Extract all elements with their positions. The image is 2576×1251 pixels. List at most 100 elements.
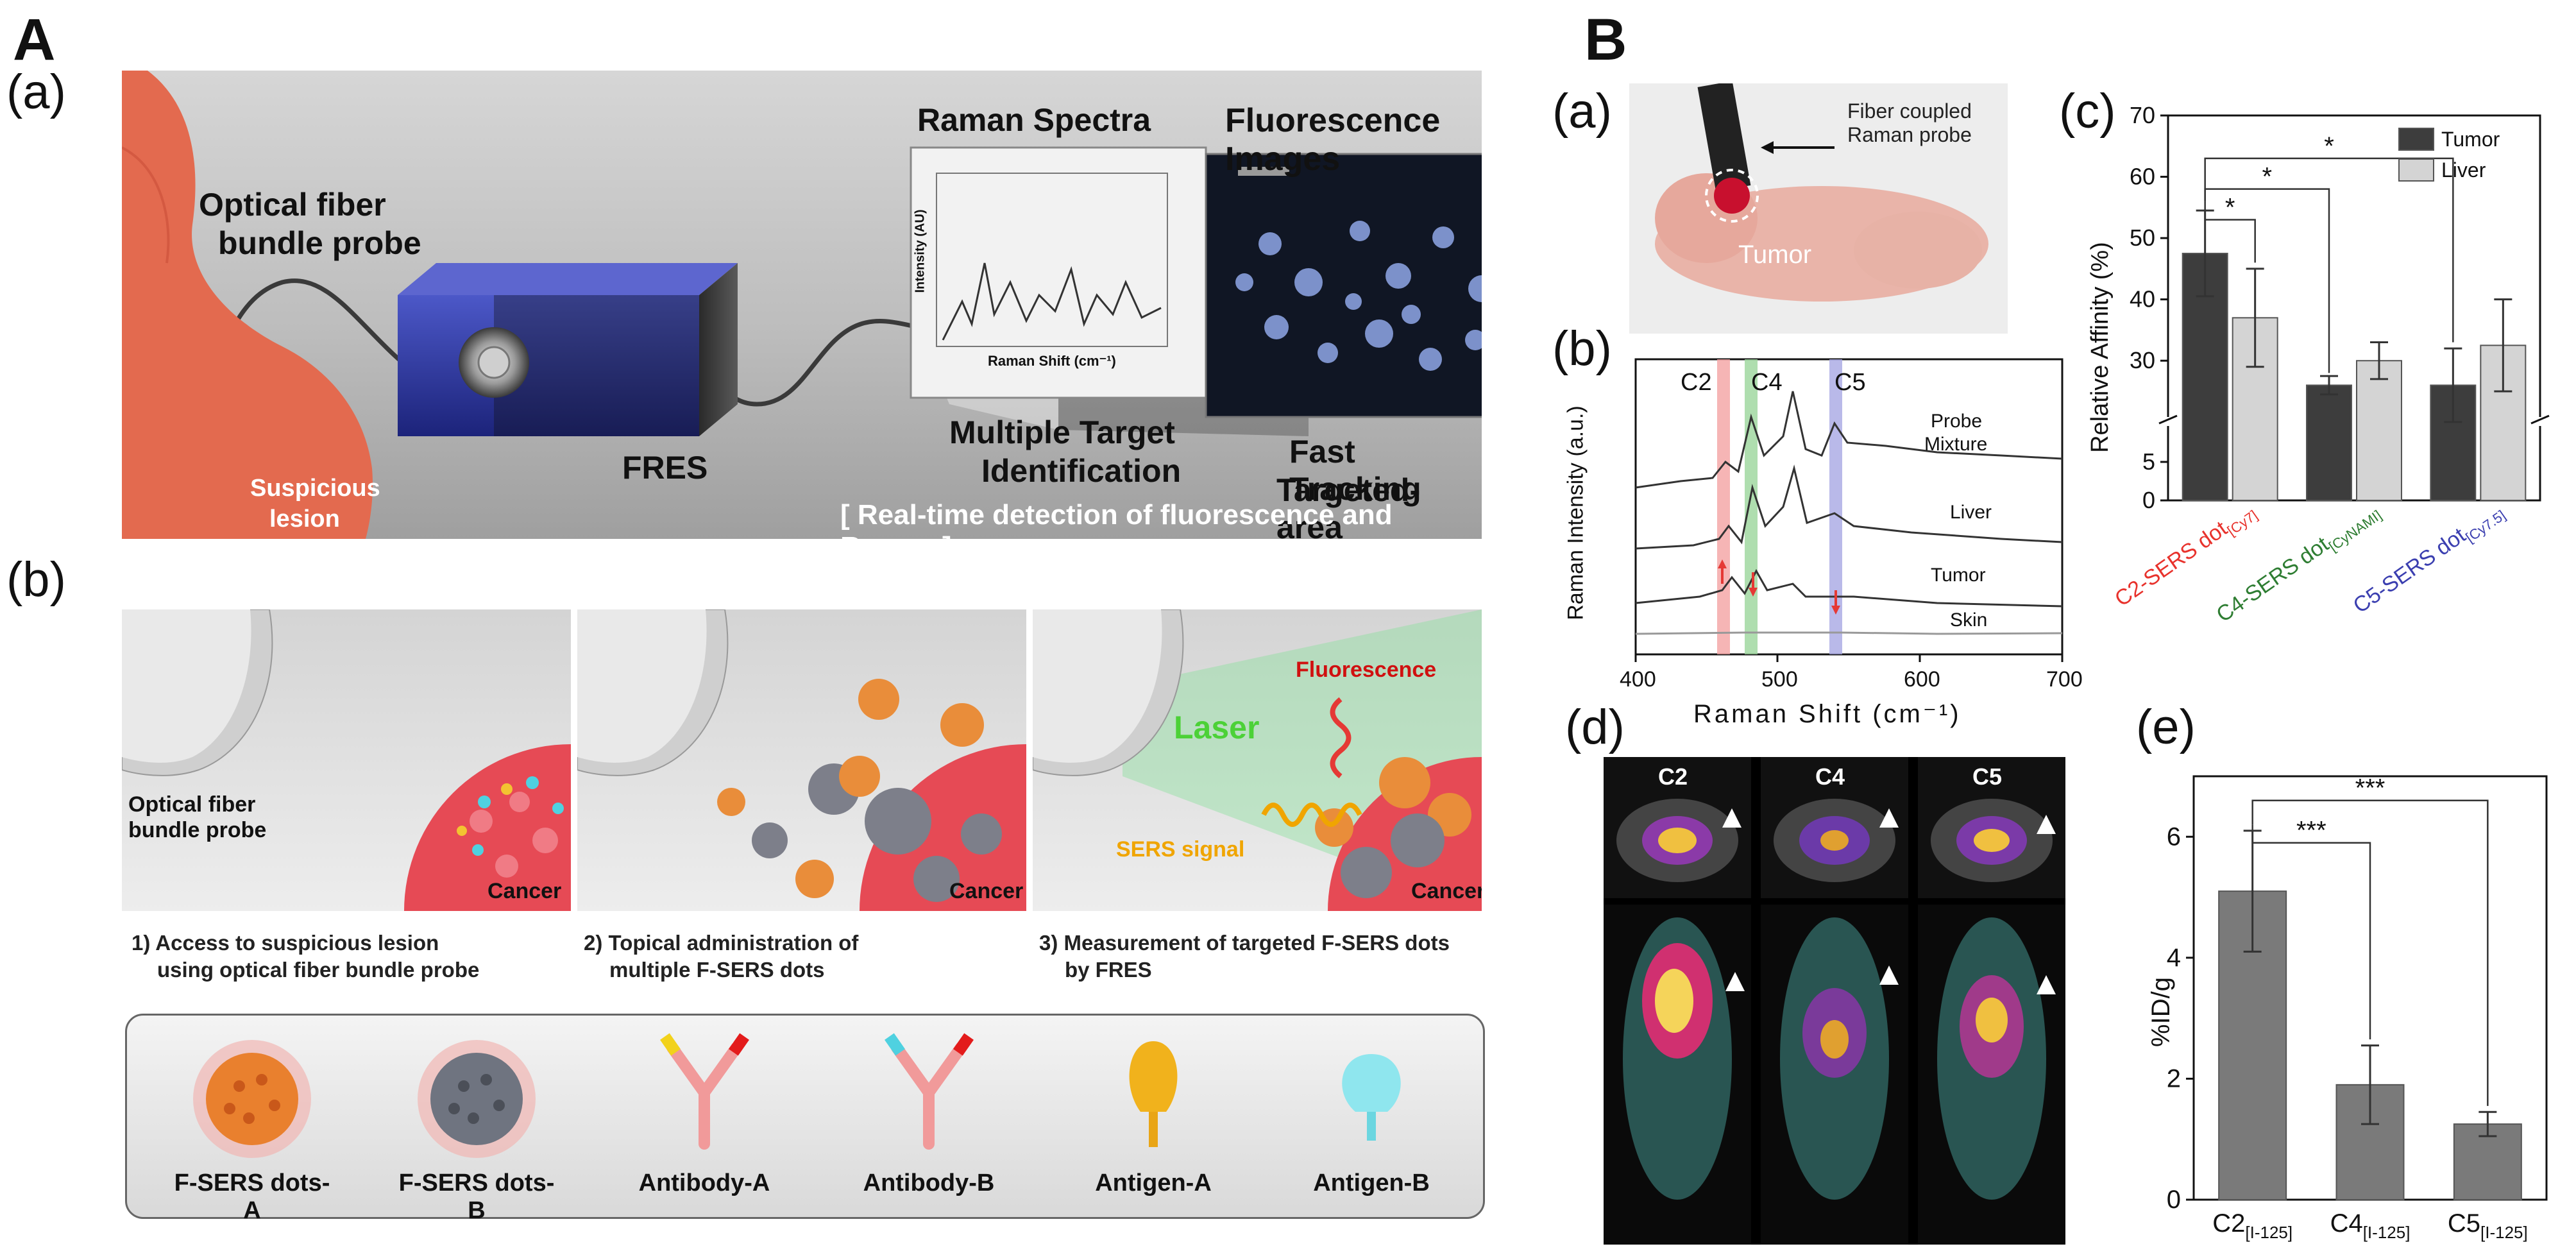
fres-label: FRES bbox=[622, 450, 708, 486]
scene-b-3: Laser Fluorescence SERS signal Cancer bbox=[1033, 609, 1482, 911]
affinity-ytick-label: 5 bbox=[2142, 448, 2155, 475]
idg-sig-bracket bbox=[2251, 799, 2489, 1106]
affinity-legend-liver-swatch bbox=[2398, 158, 2434, 182]
raman-xtick-400: 400 bbox=[1620, 667, 1656, 692]
mouse-photo: Fiber coupled Raman probe Tumor bbox=[1629, 83, 2008, 334]
affinity-break-mark-left bbox=[2158, 414, 2178, 425]
trace-probe: Probe bbox=[1931, 411, 1983, 432]
fiber-probe-l2: Raman probe bbox=[1847, 123, 1972, 146]
panel-a-a-label: (a) bbox=[6, 65, 66, 119]
lesion-label-l2: lesion bbox=[269, 506, 340, 532]
sers-signal-label: SERS signal bbox=[1116, 837, 1245, 862]
idg-bar-chart: 0 2 4 6C2[I-125] C4[I-125] C5[I-125] *** *** bbox=[2167, 774, 2548, 1242]
trace-liver: Liver bbox=[1950, 502, 1992, 523]
affinity-sig-star: * bbox=[2225, 193, 2235, 221]
raman-title: Raman Spectra bbox=[917, 102, 1151, 138]
scene-a-graphics bbox=[121, 71, 1554, 539]
fluor-scale: 20 μm bbox=[1488, 377, 1507, 406]
panel-a-b-label: (b) bbox=[6, 552, 66, 607]
panel-b-b-label: (b) bbox=[1552, 321, 1612, 376]
panel-b-d-label: (d) bbox=[1565, 700, 1625, 754]
step3-l1: 3) Measurement of targeted F-SERS dots bbox=[1039, 931, 1450, 955]
idg-sig-bracket bbox=[2251, 824, 2371, 1040]
idg-sig-stars: *** bbox=[2355, 774, 2385, 803]
idg-xcat-label: C5[I-125] bbox=[2448, 1209, 2528, 1242]
b1-probe-l2: bundle probe bbox=[128, 818, 267, 842]
probe-label-l2: bundle probe bbox=[218, 225, 421, 261]
fluorescence-label: Fluorescence bbox=[1296, 658, 1437, 682]
panel-b-e-label: (e) bbox=[2136, 700, 2196, 754]
affinity-break-mark-right bbox=[2530, 414, 2550, 425]
raman-ylabel: Intensity (AU) bbox=[913, 209, 928, 293]
b1-cancer: Cancer bbox=[487, 879, 562, 903]
fast-track-l2: Targeted-area bbox=[1276, 472, 1421, 545]
b1-probe-l1: Optical fiber bbox=[128, 792, 256, 817]
raman-xtick-500: 500 bbox=[1761, 667, 1798, 692]
idg-ylabel: %ID/g bbox=[2146, 977, 2175, 1047]
idg-ytick-label: 2 bbox=[2167, 1064, 2181, 1093]
tumor-label: Tumor bbox=[1738, 241, 1812, 269]
multi-target-l2: Identification bbox=[981, 453, 1182, 489]
affinity-ytick-label: 70 bbox=[2130, 102, 2155, 128]
idg-sig-stars: *** bbox=[2296, 817, 2326, 845]
raman-spectra-card bbox=[910, 146, 1207, 399]
legend-antigen-a: Antigen-A bbox=[1095, 1170, 1212, 1196]
step1-l2: using optical fiber bundle probe bbox=[157, 958, 480, 982]
affinity-sig-bracket bbox=[2204, 157, 2454, 343]
step2-l1: 2) Topical administration of bbox=[584, 931, 859, 955]
legend-box: F-SERS dots-A F-SERS dots-B Antibody-A A… bbox=[125, 1014, 1485, 1224]
b3-cancer: Cancer bbox=[1411, 879, 1482, 903]
pet-ct-grid: C2 C4 C5 bbox=[1604, 757, 2065, 1245]
multi-target-l1: Multiple Target bbox=[949, 414, 1175, 450]
pet-col-c4: C4 bbox=[1815, 763, 1845, 790]
affinity-sig-star: * bbox=[2262, 163, 2273, 191]
panel-b-label: B bbox=[1584, 7, 1627, 72]
pet-col-c2: C2 bbox=[1658, 763, 1688, 790]
legend-antigen-b: Antigen-B bbox=[1313, 1170, 1430, 1196]
affinity-plot-frame bbox=[2167, 114, 2541, 502]
step1-l1: 1) Access to suspicious lesion bbox=[131, 931, 439, 955]
affinity-ytick-label: 0 bbox=[2142, 487, 2155, 513]
raman-xtick-700: 700 bbox=[2046, 667, 2083, 692]
affinity-legend-tumor: Tumor bbox=[2441, 128, 2500, 151]
raman-xlabel: Raman Shift (cm⁻¹) bbox=[988, 353, 1116, 369]
raman-band-c5: C5 bbox=[1835, 369, 1866, 396]
legend-fsers-b: F-SERS dots-B bbox=[398, 1170, 555, 1224]
raman-band-c2: C2 bbox=[1681, 369, 1712, 396]
raman-xtick-600: 600 bbox=[1904, 667, 1940, 692]
idg-ytick-label: 4 bbox=[2167, 944, 2181, 972]
affinity-legend-liver: Liver bbox=[2441, 158, 2486, 182]
trace-skin: Skin bbox=[1950, 609, 1988, 631]
lesion-label-l1: Suspicious bbox=[250, 475, 380, 502]
trace-mixture: Mixture bbox=[1924, 434, 1988, 455]
affinity-ylabel: Relative Affinity (%) bbox=[2086, 242, 2114, 453]
scene-b-1: Optical fiber bundle probe Cancer bbox=[122, 609, 571, 911]
idg-ytick-label: 6 bbox=[2167, 822, 2181, 851]
affinity-ytick-label: 50 bbox=[2130, 225, 2155, 251]
idg-ytick-label: 0 bbox=[2167, 1186, 2181, 1214]
realtime-banner: [ Real-time detection of fluorescence an… bbox=[840, 499, 1393, 563]
affinity-legend-tumor-swatch bbox=[2398, 128, 2434, 151]
raman-band-c4: C4 bbox=[1751, 369, 1783, 396]
panel-a-a-scene: (a) Optical fiber bundle probe FRES Susp… bbox=[6, 65, 1554, 563]
laser-label: Laser bbox=[1174, 710, 1260, 745]
raman-ylabel: Raman Intensity (a.u.) bbox=[1563, 405, 1588, 620]
legend-fsers-a: F-SERS dots-A bbox=[174, 1170, 330, 1224]
legend-antibody-a: Antibody-A bbox=[638, 1170, 770, 1196]
probe-label-l1: Optical fiber bbox=[199, 187, 386, 223]
pet-col-c5: C5 bbox=[1972, 763, 2003, 790]
trace-tumor: Tumor bbox=[1931, 565, 1986, 586]
raman-plot bbox=[1634, 358, 2063, 662]
idg-xcat-label: C4[I-125] bbox=[2330, 1209, 2411, 1242]
affinity-sig-star: * bbox=[2324, 132, 2334, 160]
raman-xlabel: Raman Shift (cm⁻¹) bbox=[1693, 700, 1962, 728]
b2-cancer: Cancer bbox=[949, 879, 1024, 903]
step2-l2: multiple F-SERS dots bbox=[609, 958, 825, 982]
affinity-ytick-label: 60 bbox=[2130, 164, 2155, 190]
scene-b-2: Cancer bbox=[577, 609, 1026, 911]
idg-xcat-label: C2[I-125] bbox=[2212, 1209, 2292, 1242]
affinity-sig-bracket bbox=[2204, 188, 2330, 373]
affinity-bar-liver bbox=[2356, 360, 2402, 501]
affinity-ytick-label: 30 bbox=[2130, 347, 2155, 373]
